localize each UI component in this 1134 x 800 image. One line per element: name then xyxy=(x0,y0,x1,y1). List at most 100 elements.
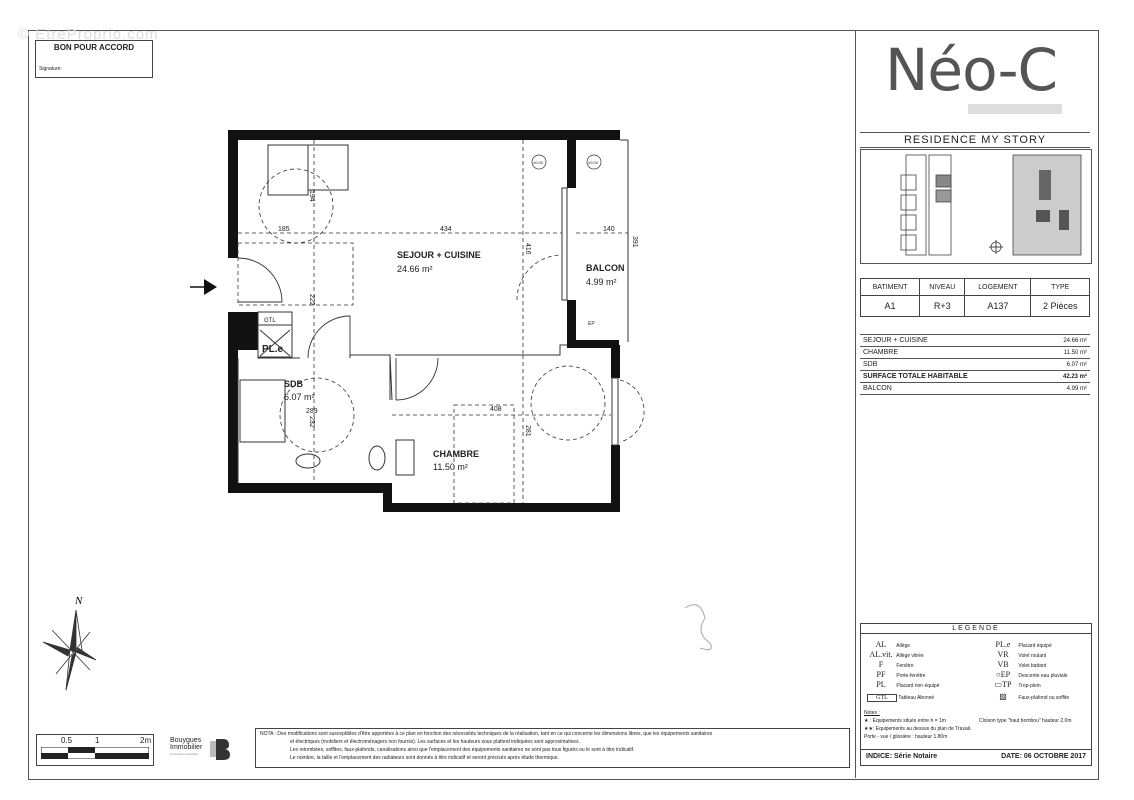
level-mark: ±0.00 xyxy=(588,160,599,165)
nota-label: NOTA : xyxy=(260,731,277,737)
nota-line: Des modifications sont susceptibles d'êt… xyxy=(277,731,713,737)
room-name: CHAMBRE xyxy=(433,449,479,459)
legend-item: PF Porte-fenêtre xyxy=(876,670,926,679)
note: Porte - vue / glissière : hauteur 1.80m xyxy=(864,734,948,740)
approval-title: BON POUR ACCORD xyxy=(53,43,135,52)
title-block-panel xyxy=(855,30,1098,778)
value-niveau: R+3 xyxy=(919,295,966,317)
brand-logo-icon xyxy=(210,739,230,760)
area-value: 4.99 m² xyxy=(1040,382,1090,395)
room-area: 6.07 m² xyxy=(284,392,315,402)
ple-label: PL.e xyxy=(262,344,284,355)
room-name: SEJOUR + CUISINE xyxy=(397,250,481,260)
signature-label: Signature: xyxy=(39,66,62,72)
scale-bar: 0.5 1 2m xyxy=(36,734,154,766)
legend-box: LEGENDE AL Allège AL.vit. Allège vitrée … xyxy=(860,623,1092,750)
header-logement: LOGEMENT xyxy=(964,278,1032,296)
legend-item: F Fenêtre xyxy=(878,660,914,669)
value-batiment: A1 xyxy=(859,295,921,317)
area-label: SDB xyxy=(860,358,1041,371)
legend-item: ○EP Descente eau pluviale xyxy=(995,670,1068,679)
dimension: 194 xyxy=(308,190,315,202)
scale-tick: 2m xyxy=(140,736,152,745)
header-type: TYPE xyxy=(1030,278,1090,296)
dimension: 434 xyxy=(440,226,452,233)
nota-line: et électriques (mobiliers et électroména… xyxy=(290,739,580,745)
area-label: BALCON xyxy=(860,382,1041,395)
nota-line: Le nombre, la taille et l'emplacement de… xyxy=(290,755,559,761)
entrance-arrow-icon xyxy=(190,279,217,295)
note: ★ : Equipements situés entre h = 1m xyxy=(864,718,946,724)
dimension: 140 xyxy=(603,226,615,233)
dimension: 416 xyxy=(524,243,531,255)
brand-name: Bouygues Immobilier xyxy=(170,737,203,751)
legend-item: PL.e Placard équipé xyxy=(995,640,1052,649)
brand: Bouygues Immobilier Construire ensemble xyxy=(170,737,208,758)
indice: INDICE: Série Notaire xyxy=(866,753,938,760)
watermark: © EtreProprio.com xyxy=(18,26,159,43)
area-value: 11.50 m² xyxy=(1040,346,1090,359)
doors xyxy=(237,257,439,401)
logo: Néo-C xyxy=(885,36,1058,104)
area-label: CHAMBRE xyxy=(860,346,1041,359)
note: Cloison type "haut bombou" hauteur 2.0m xyxy=(979,718,1072,724)
site-plan-images xyxy=(900,154,1082,256)
nota-line: Les retombées, soffites, faux-plafonds, … xyxy=(290,747,635,753)
area-value: 42.23 m² xyxy=(1040,370,1090,383)
header-niveau: NIVEAU xyxy=(919,278,966,296)
legend-item: AL.vit. Allège vitrée xyxy=(869,650,924,659)
floor-plan: SEJOUR + CUISINE 24.66 m² BALCON 4.99 m²… xyxy=(190,130,645,512)
north-arrow-compass: N xyxy=(42,595,97,691)
date: DATE: 06 OCTOBRE 2017 xyxy=(1001,753,1086,760)
legend-title: LEGENDE xyxy=(861,624,1091,634)
gtl-label: GTL xyxy=(264,318,276,324)
dimension: 185 xyxy=(278,226,290,233)
legend-item: GTL Tableau Abonné xyxy=(867,694,934,702)
scale-tick: 0.5 xyxy=(61,736,73,745)
value-type: 2 Pièces xyxy=(1030,295,1090,317)
legend-item: VR Volet roulant xyxy=(997,650,1047,659)
legend-item: ▭TP Trop-plein xyxy=(994,680,1041,689)
dimension: 222 xyxy=(308,294,315,306)
room-area: 24.66 m² xyxy=(397,264,433,274)
ep-label: EP xyxy=(588,321,595,327)
handwritten-mark xyxy=(684,604,712,651)
note: ★★: Equipements au dessus du plan de Tra… xyxy=(864,726,972,732)
legend-item: PL Placard non équipé xyxy=(876,680,940,689)
legend-item: ▨ Faux-plafond ou soffite xyxy=(999,692,1070,701)
room-name: SDB xyxy=(284,379,304,389)
north-label: N xyxy=(74,595,83,607)
walls xyxy=(228,130,620,512)
residence-name: RESIDENCE MY STORY xyxy=(860,132,1090,148)
brand-tagline: Construire ensemble xyxy=(170,752,198,756)
site-plan-thumbnails xyxy=(860,149,1092,264)
footer-box: INDICE: Série Notaire DATE: 06 OCTOBRE 2… xyxy=(860,749,1092,766)
room-name: BALCON xyxy=(586,263,625,273)
area-value: 24.66 m² xyxy=(1040,334,1090,347)
notes-title: Notes : xyxy=(864,710,880,716)
nota-box: NOTA : Des modifications sont susceptibl… xyxy=(255,728,850,768)
dimension: 289 xyxy=(306,408,318,415)
area-label: SURFACE TOTALE HABITABLE xyxy=(860,370,1041,383)
logo-stamp xyxy=(968,104,1062,114)
dimension: 232 xyxy=(308,416,315,428)
dimension: 281 xyxy=(524,425,531,437)
scale-tick: 1 xyxy=(95,736,100,745)
approval-box: BON POUR ACCORD Signature: xyxy=(35,40,153,78)
dimension: 408 xyxy=(490,406,502,413)
level-mark: ±0.00 xyxy=(533,160,544,165)
room-area: 11.50 m² xyxy=(433,462,468,472)
area-value: 6.07 m² xyxy=(1040,358,1090,371)
scale-graphic xyxy=(41,747,149,759)
legend-item: AL Allège xyxy=(875,640,911,649)
room-area: 4.99 m² xyxy=(586,277,617,287)
dashed-lines xyxy=(237,140,645,504)
